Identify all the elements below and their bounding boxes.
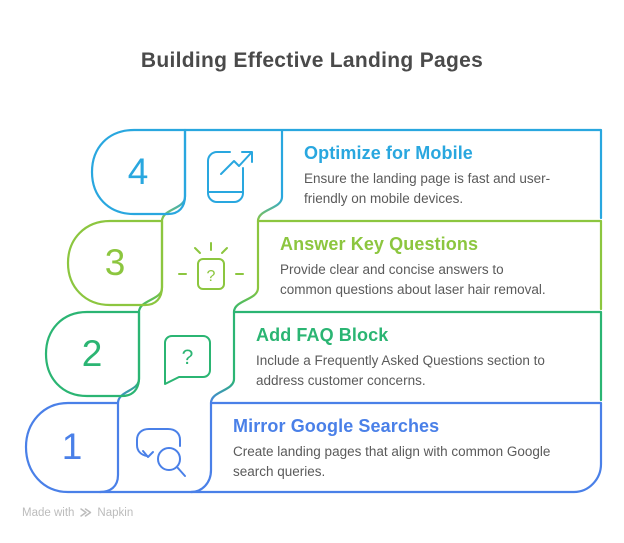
watermark-prefix: Made with [22,506,75,519]
step-3-outline [66,219,603,311]
step-2-title: Add FAQ Block [256,325,389,345]
step-1-number: 1 [61,426,83,467]
step-4-title: Optimize for Mobile [304,143,473,163]
step-4-number: 4 [127,151,149,192]
step-3-number: 3 [104,242,126,283]
step-4-number-bubble [90,128,187,216]
step-1-description: Create landing pages that align with com… [233,444,551,479]
step-3-description: Provide clear and concise answers to com… [280,262,546,297]
idea-question-icon [178,242,244,290]
step-2-card-outline [232,310,603,402]
step-4-card-outline [183,128,603,220]
mobile-growth-icon [207,151,253,203]
step-1-outline [24,401,603,494]
chat-question-icon [164,335,211,385]
step-2-number: 2 [81,333,103,374]
search-chat-icon [136,428,186,477]
step-2-description: Include a Frequently Asked Questions sec… [256,353,545,388]
step-3-card-outline [256,219,603,311]
watermark: Made with Napkin [22,506,133,519]
step-2-number-bubble [44,310,141,398]
step-2-outline [44,310,603,402]
step-4-description: Ensure the landing page is fast and user… [304,171,551,206]
step-1-card-and-bubble-outline [24,401,603,494]
page-title: Building Effective Landing Pages [140,49,484,72]
step-1-title: Mirror Google Searches [233,416,440,436]
idea-question-mark-glyph: ? [207,268,216,285]
step-3-number-bubble [66,219,164,307]
watermark-brand: Napkin [97,506,134,519]
step-3-title: Answer Key Questions [280,234,479,254]
chat-question-mark-glyph: ? [182,346,194,369]
step-4-outline [90,128,603,220]
napkin-logo-icon [80,508,92,517]
